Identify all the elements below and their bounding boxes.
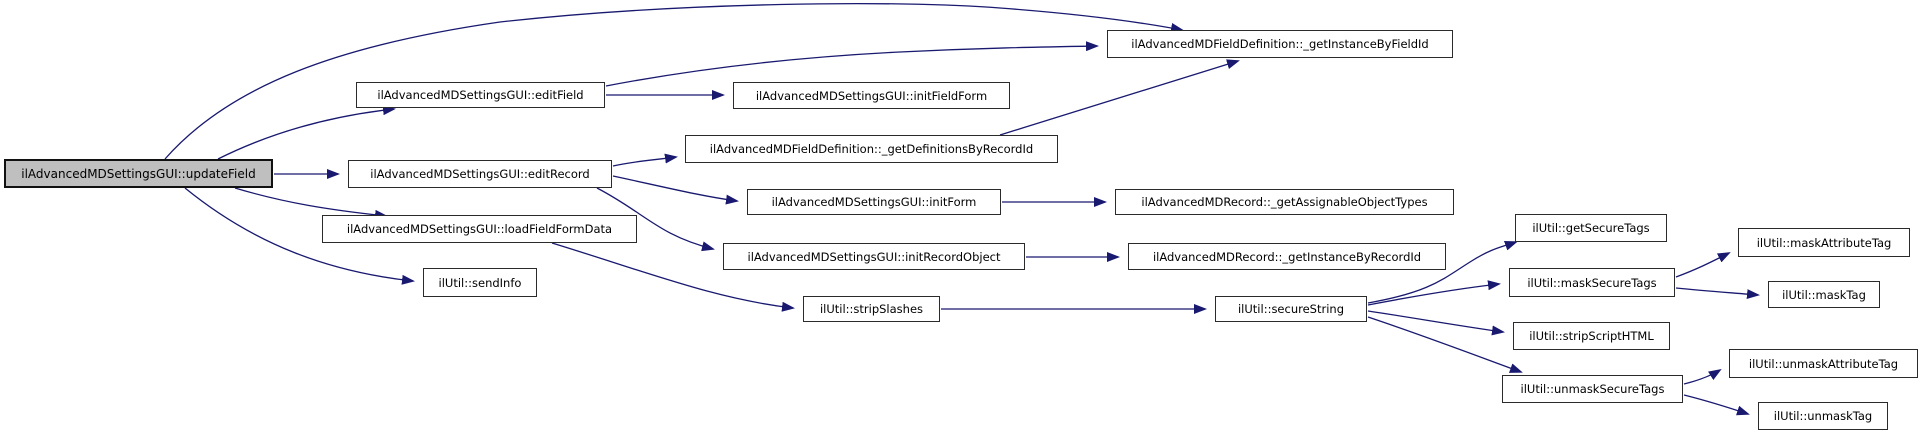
node-label: ilUtil::maskTag — [1782, 287, 1866, 302]
node-label: ilAdvancedMDSettingsGUI::initForm — [771, 195, 977, 209]
node-label: ilUtil::unmaskAttributeTag — [1748, 356, 1899, 371]
edge-maskSecureTags-to-maskAttributeTag — [1675, 252, 1731, 278]
node-getInstanceByFieldId[interactable]: ilAdvancedMDFieldDefinition::_getInstanc… — [1107, 30, 1453, 58]
edge-updateField-to-sendInfo — [184, 187, 415, 285]
node-label: ilAdvancedMDSettingsGUI::initFieldForm — [755, 88, 988, 103]
edge-updateField-to-loadFieldFormData — [234, 187, 388, 220]
node-label: ilUtil::maskSecureTags — [1527, 275, 1657, 290]
node-label: ilAdvancedMDSettingsGUI::initRecordObjec… — [747, 249, 1001, 264]
node-secureString[interactable]: ilUtil::secureString — [1215, 296, 1367, 322]
node-label: ilUtil::secureString — [1237, 302, 1344, 316]
edge-getDefinitionsByRecordId-to-getInstanceByFieldId — [999, 59, 1240, 136]
node-updateField: ilAdvancedMDSettingsGUI::updateField — [4, 159, 273, 188]
node-label: ilUtil::sendInfo — [438, 275, 522, 290]
node-getAssignableObjectTypes[interactable]: ilAdvancedMDRecord::_getAssignableObject… — [1115, 189, 1454, 215]
node-unmaskAttributeTag[interactable]: ilUtil::unmaskAttributeTag — [1729, 349, 1918, 378]
node-getInstanceByRecordId[interactable]: ilAdvancedMDRecord::_getInstanceByRecord… — [1128, 243, 1446, 270]
edge-unmaskSecureTags-to-unmaskAttributeTag — [1683, 368, 1722, 385]
edge-maskSecureTags-to-maskTag — [1675, 287, 1760, 300]
node-label: ilUtil::unmaskTag — [1773, 409, 1873, 423]
node-label: ilAdvancedMDSettingsGUI::loadFieldFormDa… — [346, 222, 613, 236]
edge-unmaskSecureTags-to-unmaskTag — [1683, 394, 1750, 416]
edge-loadFieldFormData-to-stripSlashes — [551, 242, 795, 312]
node-label: ilUtil::stripScriptHTML — [1529, 329, 1654, 343]
node-label: ilAdvancedMDFieldDefinition::_getDefinit… — [709, 142, 1034, 156]
node-label: ilUtil::unmaskSecureTags — [1520, 382, 1665, 396]
node-editRecord[interactable]: ilAdvancedMDSettingsGUI::editRecord — [348, 160, 612, 188]
edge-editRecord-to-initRecordObject — [596, 187, 715, 252]
edge-secureString-to-getSecureTags — [1367, 240, 1518, 304]
node-label: ilAdvancedMDRecord::_getInstanceByRecord… — [1152, 249, 1422, 264]
edge-secureString-to-stripScriptHTML — [1367, 310, 1505, 336]
node-label: ilAdvancedMDSettingsGUI::editRecord — [370, 167, 590, 181]
node-loadFieldFormData[interactable]: ilAdvancedMDSettingsGUI::loadFieldFormDa… — [322, 215, 637, 243]
node-initFieldForm[interactable]: ilAdvancedMDSettingsGUI::initFieldForm — [733, 82, 1010, 109]
node-label: ilAdvancedMDSettingsGUI::updateField — [21, 166, 256, 181]
node-maskTag[interactable]: ilUtil::maskTag — [1768, 281, 1880, 308]
node-label: ilUtil::getSecureTags — [1532, 221, 1650, 235]
node-label: ilUtil::maskAttributeTag — [1756, 235, 1892, 250]
node-stripSlashes[interactable]: ilUtil::stripSlashes — [803, 296, 940, 322]
edge-updateField-to-editField — [217, 105, 396, 160]
node-getSecureTags[interactable]: ilUtil::getSecureTags — [1515, 214, 1667, 242]
node-sendInfo[interactable]: ilUtil::sendInfo — [423, 268, 537, 297]
node-label: ilUtil::stripSlashes — [819, 302, 924, 316]
node-label: ilAdvancedMDRecord::_getAssignableObject… — [1141, 195, 1428, 209]
edge-updateField-to-getInstanceByFieldId — [164, 2, 1184, 160]
edge-secureString-to-maskSecureTags — [1367, 280, 1501, 306]
node-stripScriptHTML[interactable]: ilUtil::stripScriptHTML — [1513, 322, 1670, 350]
node-editField[interactable]: ilAdvancedMDSettingsGUI::editField — [356, 82, 605, 108]
node-initRecordObject[interactable]: ilAdvancedMDSettingsGUI::initRecordObjec… — [723, 243, 1025, 270]
edge-editField-to-getInstanceByFieldId — [605, 41, 1099, 87]
node-initForm[interactable]: ilAdvancedMDSettingsGUI::initForm — [747, 189, 1001, 215]
edge-editRecord-to-initForm — [612, 175, 739, 205]
edge-editRecord-to-getDefinitionsByRecordId — [612, 153, 678, 167]
node-maskAttributeTag[interactable]: ilUtil::maskAttributeTag — [1738, 228, 1910, 257]
edge-secureString-to-unmaskSecureTags — [1367, 316, 1523, 373]
node-getDefinitionsByRecordId[interactable]: ilAdvancedMDFieldDefinition::_getDefinit… — [685, 135, 1058, 163]
node-maskSecureTags[interactable]: ilUtil::maskSecureTags — [1509, 268, 1675, 297]
node-unmaskTag[interactable]: ilUtil::unmaskTag — [1758, 402, 1888, 430]
node-unmaskSecureTags[interactable]: ilUtil::unmaskSecureTags — [1502, 375, 1683, 403]
node-label: ilAdvancedMDFieldDefinition::_getInstanc… — [1131, 37, 1429, 51]
node-label: ilAdvancedMDSettingsGUI::editField — [377, 88, 584, 102]
